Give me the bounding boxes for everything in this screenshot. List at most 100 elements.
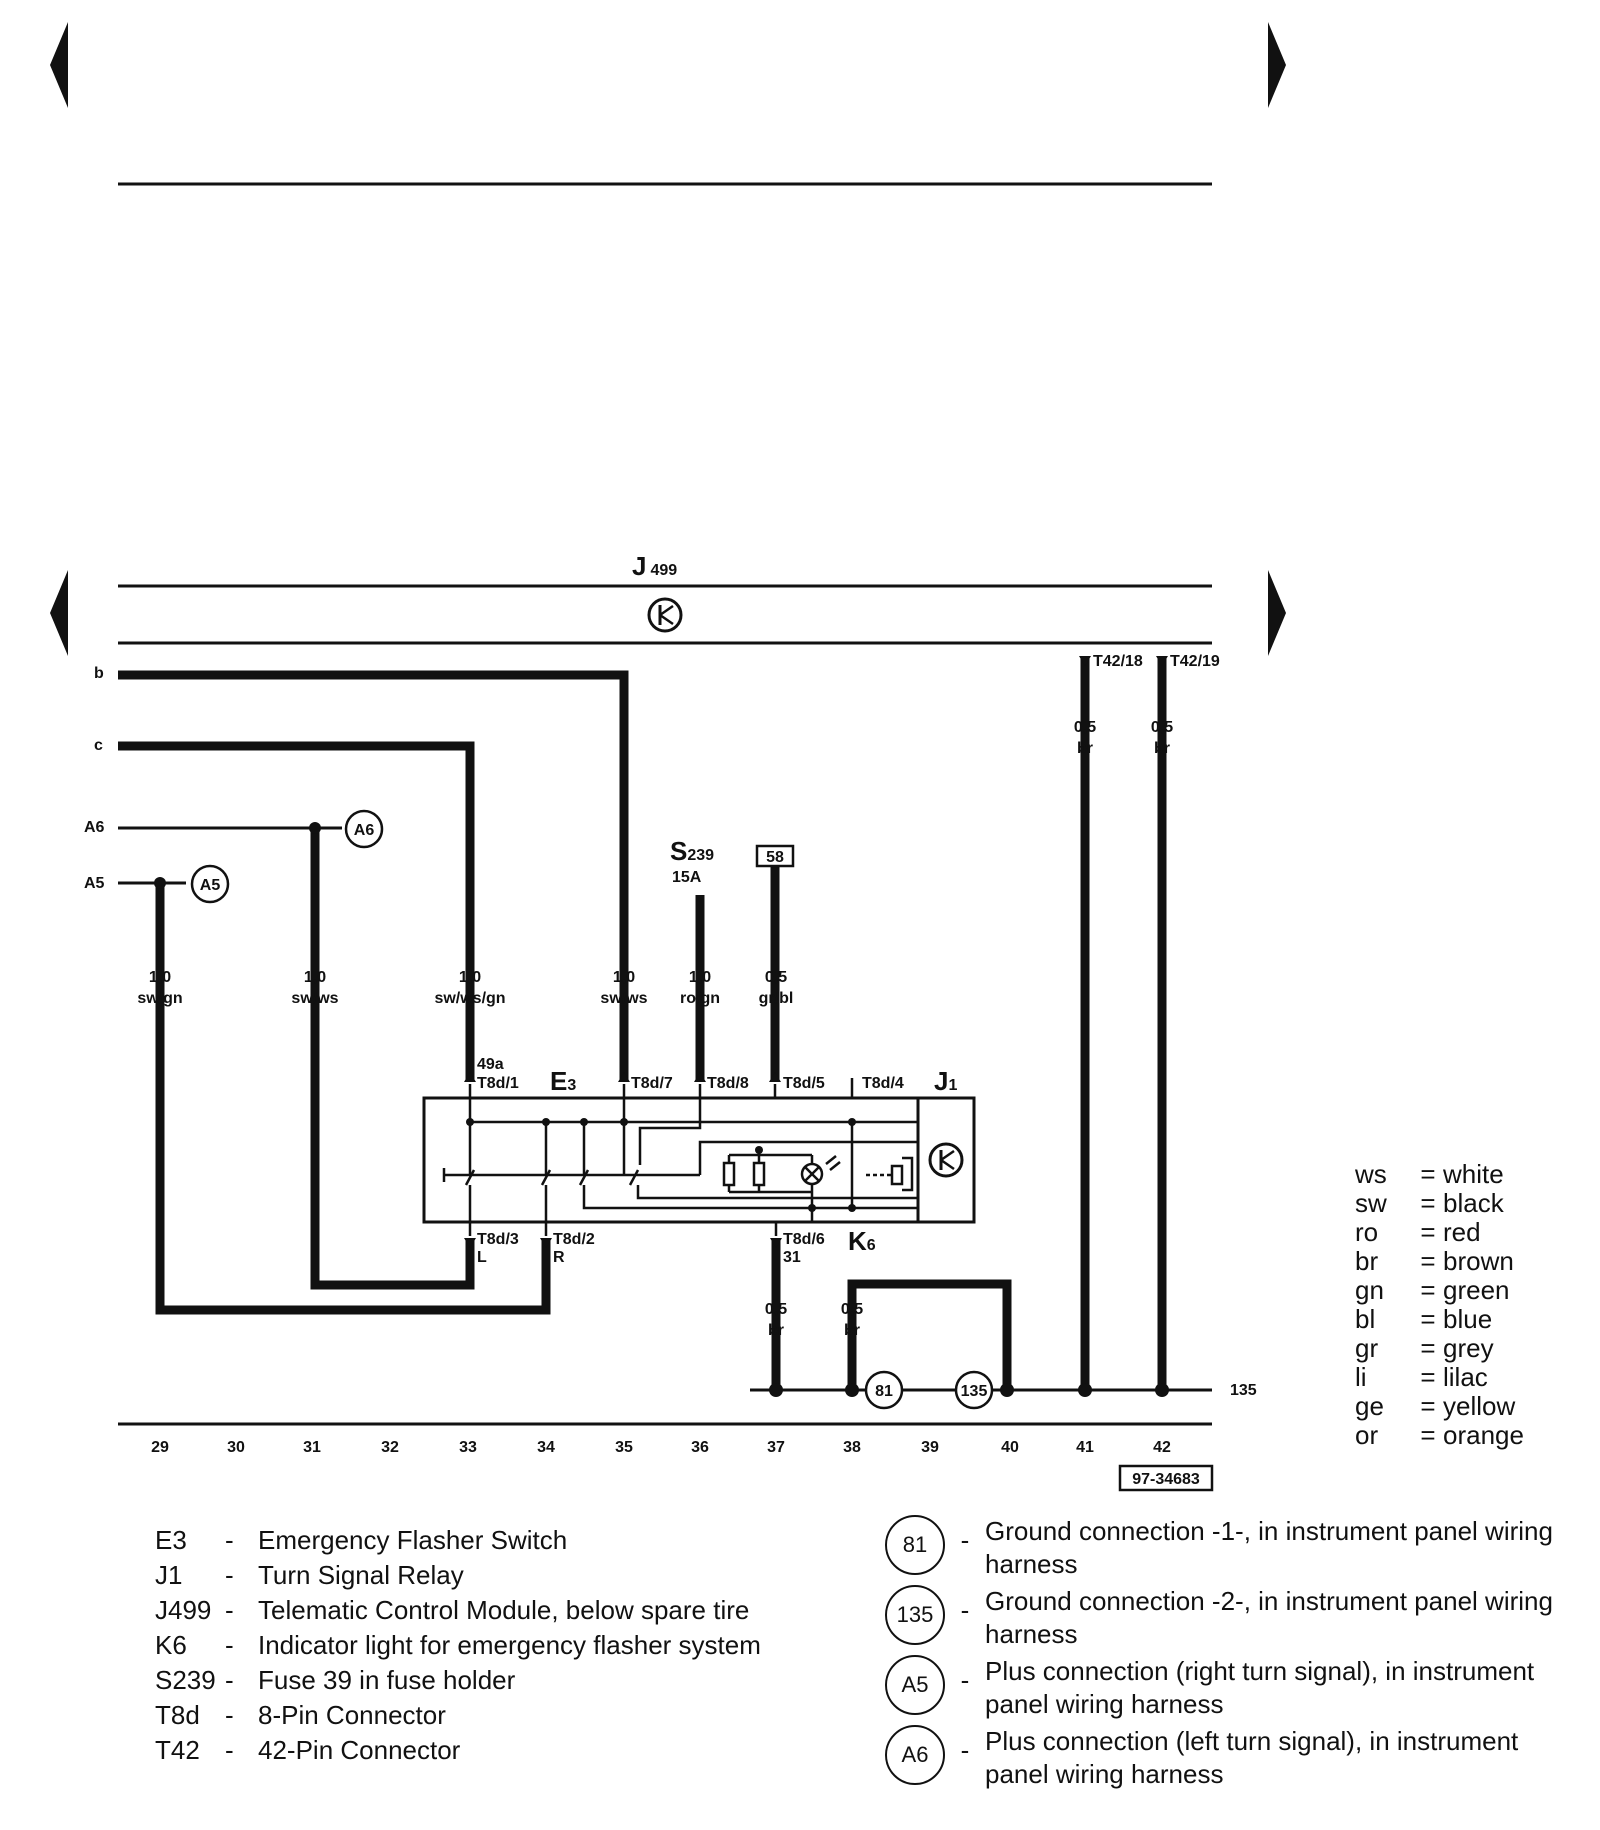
svg-text:37: 37: [767, 1439, 785, 1456]
legend-row: gn=green: [1355, 1275, 1510, 1305]
svg-text:sw/ws/gn: sw/ws/gn: [434, 990, 505, 1007]
legend-row: br=brown: [1355, 1246, 1514, 1276]
svg-text:T8d/7: T8d/7: [631, 1075, 673, 1092]
switch-relay-housing: E3 J1 K6: [422, 1066, 976, 1256]
svg-text:br: br: [768, 1322, 784, 1339]
component-row: S239-Fuse 39 in fuse holder: [155, 1665, 516, 1695]
svg-text:38: 38: [843, 1439, 861, 1456]
svg-text:T42/19: T42/19: [1170, 653, 1220, 670]
figure-number: 97-34683: [1132, 1471, 1200, 1488]
line-ref-c: c: [94, 737, 103, 754]
connection-row: 135-Ground connection -2-, in instrument…: [885, 1585, 1565, 1655]
line-ref-a5: A5: [84, 875, 105, 892]
terminal-58-box: [755, 844, 795, 868]
electronic-module-icon: [647, 597, 683, 633]
svg-text:36: 36: [691, 1439, 709, 1456]
ground-81: 81: [864, 1370, 904, 1410]
svg-text:0,5: 0,5: [765, 969, 787, 986]
wire-38-40: [847, 1279, 1012, 1390]
ground-bus-ref: 135: [1230, 1382, 1257, 1399]
relay-label: J1: [934, 1066, 957, 1096]
svg-text:42: 42: [1153, 1439, 1171, 1456]
svg-text:1,0: 1,0: [689, 969, 711, 986]
svg-text:135: 135: [961, 1383, 988, 1400]
svg-text:A6: A6: [354, 822, 375, 839]
connection-legend: 81-Ground connection -1-, in instrument …: [885, 1515, 1565, 1795]
svg-text:0,5: 0,5: [1074, 719, 1096, 736]
legend-row: ws=white: [1355, 1159, 1504, 1189]
wire-31: [310, 828, 475, 1290]
line-ref-a6: A6: [84, 819, 105, 836]
svg-text:T8d/2: T8d/2: [553, 1231, 595, 1248]
line-ref-b: b: [94, 665, 104, 682]
track-numbers: 29 30 31 32 33 34 35 36 37 38 39 40 41 4…: [151, 1439, 1171, 1456]
next-section-arrow[interactable]: [1268, 570, 1286, 656]
legend-row: li=lilac: [1355, 1362, 1488, 1392]
legend-row: ro=red: [1355, 1217, 1481, 1247]
component-row: K6-Indicator light for emergency flasher…: [155, 1630, 761, 1660]
svg-text:sw/ws: sw/ws: [600, 990, 647, 1007]
svg-text:1,0: 1,0: [459, 969, 481, 986]
prev-section-arrow[interactable]: [50, 570, 68, 656]
lamp-label: K6: [848, 1226, 876, 1256]
svg-text:0,5: 0,5: [765, 1301, 787, 1318]
thick-wires: [118, 658, 1167, 1390]
component-row: T42-42-Pin Connector: [155, 1735, 461, 1765]
a5-symbol: A5: [885, 1655, 945, 1715]
relay-electronic-icon: [928, 1142, 964, 1178]
a6-symbol: A6: [885, 1725, 945, 1785]
svg-text:0,5: 0,5: [1151, 719, 1173, 736]
fuse-rating: 15A: [672, 869, 702, 886]
pin-labels: 49a T8d/1 T8d/7 T8d/8 T8d/5 T8d/4 T8d/3 …: [477, 653, 1220, 1266]
ground-81-symbol: 81: [885, 1515, 945, 1575]
prev-page-arrow[interactable]: [50, 22, 68, 108]
svg-text:sw/ws: sw/ws: [291, 990, 338, 1007]
svg-text:ro/gn: ro/gn: [680, 990, 720, 1007]
legend-row: bl=blue: [1355, 1304, 1493, 1334]
connection-row: 81-Ground connection -1-, in instrument …: [885, 1515, 1565, 1585]
svg-text:R: R: [553, 1249, 565, 1266]
svg-text:br: br: [1154, 740, 1170, 757]
wire-29: [155, 882, 551, 1315]
svg-text:49a: 49a: [477, 1056, 504, 1073]
wire-labels: 1,0sw/gn 1,0sw/ws 1,0sw/ws/gn 1,0sw/ws 1…: [137, 719, 1173, 1339]
svg-text:T8d/3: T8d/3: [477, 1231, 519, 1248]
svg-text:T8d/8: T8d/8: [707, 1075, 749, 1092]
svg-text:40: 40: [1001, 1439, 1019, 1456]
legend-row: sw=black: [1355, 1188, 1504, 1218]
component-legend: E3-Emergency Flasher Switch J1-Turn Sign…: [155, 1523, 761, 1768]
pin-arrows: [464, 656, 1168, 1248]
svg-text:T8d/6: T8d/6: [783, 1231, 825, 1248]
component-row: E3-Emergency Flasher Switch: [155, 1525, 568, 1555]
svg-text:29: 29: [151, 1439, 169, 1456]
svg-text:L: L: [477, 1249, 487, 1266]
svg-text:39: 39: [921, 1439, 939, 1456]
svg-text:31: 31: [783, 1249, 801, 1266]
svg-text:T8d/5: T8d/5: [783, 1075, 825, 1092]
connector-a5: A5: [190, 864, 230, 904]
ground-135-symbol: 135: [885, 1585, 945, 1645]
next-page-arrow[interactable]: [1268, 22, 1286, 108]
svg-text:33: 33: [459, 1439, 477, 1456]
svg-text:1,0: 1,0: [149, 969, 171, 986]
fuse-label: S239: [670, 836, 714, 866]
legend-row: gr=grey: [1355, 1333, 1494, 1363]
connector-a6: A6: [344, 809, 384, 849]
wire-b-35: [118, 670, 629, 1080]
legend-row: ge=yellow: [1355, 1391, 1516, 1421]
svg-text:A5: A5: [200, 877, 221, 894]
svg-text:35: 35: [615, 1439, 633, 1456]
legend-row: or=orange: [1355, 1420, 1524, 1450]
svg-text:30: 30: [227, 1439, 245, 1456]
svg-text:1,0: 1,0: [304, 969, 326, 986]
switch-label: E3: [550, 1066, 576, 1096]
component-row: T8d-8-Pin Connector: [155, 1700, 446, 1730]
wire-c-33: [118, 741, 475, 1080]
svg-text:T42/18: T42/18: [1093, 653, 1143, 670]
connection-row: A6-Plus connection (left turn signal), i…: [885, 1725, 1565, 1795]
terminal-58-label: 58: [766, 849, 784, 866]
svg-text:gr/bl: gr/bl: [759, 990, 794, 1007]
